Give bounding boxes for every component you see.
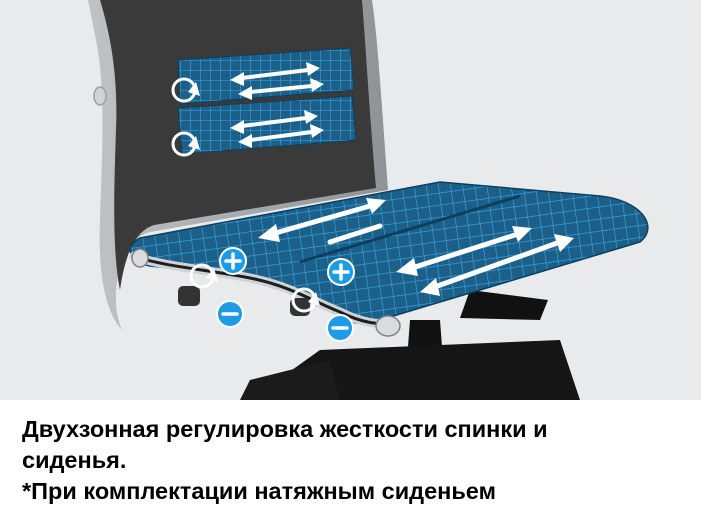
chair-illustration — [0, 0, 701, 400]
chair-svg — [88, 0, 649, 400]
adjust-minus-right — [326, 314, 354, 342]
caption-line-2: сиденья. — [22, 447, 127, 473]
adjust-plus-left — [219, 247, 247, 275]
plus-icon — [332, 263, 350, 281]
caption-line-3: *При комплектации натяжным сиденьем — [22, 478, 496, 504]
plus-icon — [224, 252, 242, 270]
adjust-minus-left — [216, 300, 244, 328]
adjust-plus-right — [327, 258, 355, 286]
chair-base — [240, 290, 580, 400]
caption-line-1: Двухзонная регулировка жесткости спинки … — [22, 416, 548, 442]
backrest-mesh-zones — [171, 47, 357, 157]
caption: Двухзонная регулировка жесткости спинки … — [22, 414, 692, 507]
seat — [129, 181, 649, 337]
